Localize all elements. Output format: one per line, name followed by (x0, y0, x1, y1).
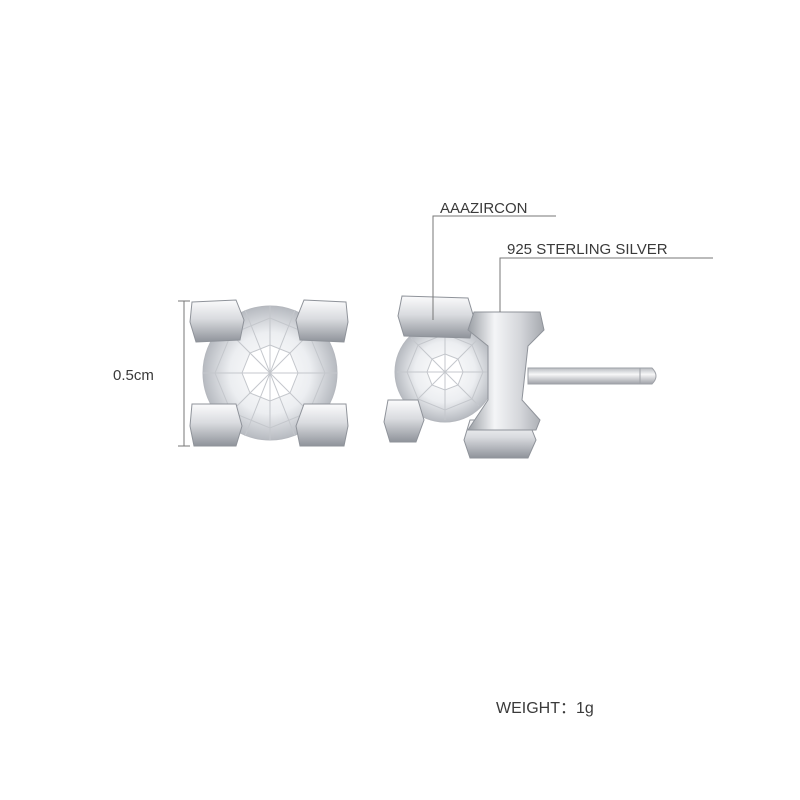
earring-front-view (178, 299, 349, 447)
size-label: 0.5cm (113, 367, 154, 384)
stone-leader-line (432, 215, 556, 320)
metal-label: 925 STERLING SILVER (507, 241, 668, 258)
weight-label: WEIGHT：1g (496, 694, 594, 718)
weight-value: 1g (576, 700, 594, 717)
metal-leader-line (499, 257, 713, 312)
gem-facets-side (397, 324, 493, 420)
earring-side-view (383, 295, 657, 459)
stone-label: AAAZIRCON (440, 200, 528, 217)
size-dimension-bracket (178, 300, 190, 447)
prongs-side (383, 295, 537, 459)
annotation-lines (432, 215, 713, 320)
gem-facets-front (203, 306, 337, 440)
weight-caption: WEIGHT： (496, 700, 576, 717)
prongs-front (189, 299, 349, 447)
earring-post (527, 367, 657, 385)
setting-block (467, 311, 545, 431)
